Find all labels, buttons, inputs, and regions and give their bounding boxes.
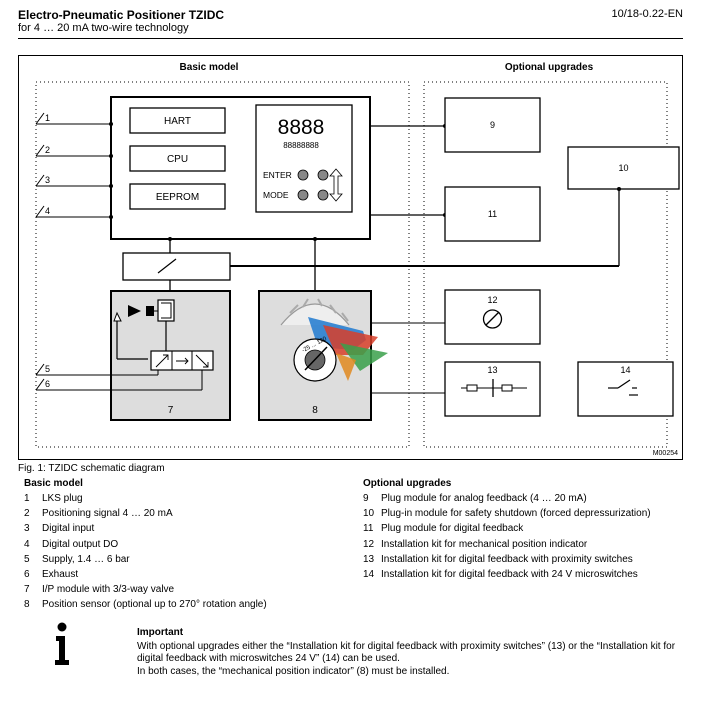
- hart-label: HART: [164, 116, 191, 127]
- ip-module-label: 7: [168, 405, 174, 416]
- diagram-frame: [18, 55, 683, 460]
- shutdown-switch-contact: [157, 258, 177, 274]
- info-icon: [55, 622, 69, 665]
- hart-module: [129, 107, 226, 134]
- display-digits: 8888: [278, 116, 325, 139]
- terminal-1-label: 1: [45, 113, 50, 123]
- terminal-4: 4: [35, 205, 111, 218]
- legend-optional-heading: Optional upgrades: [363, 478, 452, 489]
- up-down-arrows-icon: [329, 168, 343, 202]
- microswitch-icon: [608, 379, 638, 396]
- terminal-2: 2: [35, 144, 111, 157]
- ip-converter-icon: [113, 299, 175, 360]
- mode-button-icon: [297, 189, 309, 201]
- eeprom-label: EEPROM: [156, 192, 199, 203]
- document-title: Electro-Pneumatic Positioner TZIDC: [18, 8, 225, 22]
- terminal-4-label: 4: [45, 206, 50, 216]
- terminal-2-label: 2: [45, 145, 50, 155]
- terminal-5-label: 5: [45, 364, 50, 374]
- important-text: With optional upgrades either the “Insta…: [137, 641, 687, 678]
- legend-basic-heading: Basic model: [24, 478, 83, 489]
- cpu-label: CPU: [167, 154, 188, 165]
- module-10-box: [567, 146, 680, 190]
- module-11-box: [444, 186, 541, 242]
- three-way-valve-icon: [150, 350, 214, 371]
- module-14-label: 14: [620, 365, 630, 375]
- display-segment-row: 88888888: [283, 141, 319, 150]
- terminal-1: 1: [35, 112, 111, 125]
- up-button-icon: [317, 169, 329, 181]
- important-title: Important: [137, 627, 184, 638]
- section-basic-label: Basic model: [180, 62, 239, 73]
- schematic-diagram: Basic model Optional upgrades HART CPU E…: [18, 55, 683, 460]
- module-9-label: 9: [490, 120, 495, 130]
- section-optional-label: Optional upgrades: [505, 62, 594, 73]
- module-13-label: 13: [487, 365, 497, 375]
- position-sensor-label: 8: [312, 405, 318, 416]
- basic-model-boundary: [35, 81, 410, 448]
- important-line-1: With optional upgrades either the “Insta…: [137, 641, 676, 664]
- module-10-label: 10: [618, 163, 628, 173]
- position-sensor-icon: -25 ... 120: [280, 298, 388, 382]
- document-subtitle: for 4 … 20 mA two-wire technology: [18, 22, 189, 34]
- figure-code: M00254: [653, 450, 678, 457]
- down-button-icon: [317, 189, 329, 201]
- module-11-label: 11: [488, 209, 497, 219]
- enter-label: ENTER: [263, 170, 292, 180]
- terminal-3-label: 3: [45, 175, 50, 185]
- terminal-3: 3: [35, 174, 111, 187]
- module-13-box: [444, 361, 541, 417]
- eeprom-module: [129, 183, 226, 210]
- position-indicator-icon: [482, 309, 503, 329]
- document-code: 10/18-0.22-EN: [611, 8, 683, 20]
- terminal-6-label: 6: [45, 379, 50, 389]
- module-9-box: [444, 97, 541, 153]
- proximity-switch-icon: [461, 379, 527, 397]
- module-14-box: [577, 361, 674, 417]
- header-rule: [18, 38, 683, 39]
- enter-button-icon: [297, 169, 309, 181]
- shutdown-switch-box: [122, 252, 231, 281]
- figure-caption: Fig. 1: TZIDC schematic diagram: [18, 463, 165, 474]
- important-line-2: In both cases, the “mechanical position …: [137, 666, 450, 677]
- module-12-label: 12: [487, 295, 497, 305]
- cpu-module: [129, 145, 226, 172]
- mode-label: MODE: [263, 190, 289, 200]
